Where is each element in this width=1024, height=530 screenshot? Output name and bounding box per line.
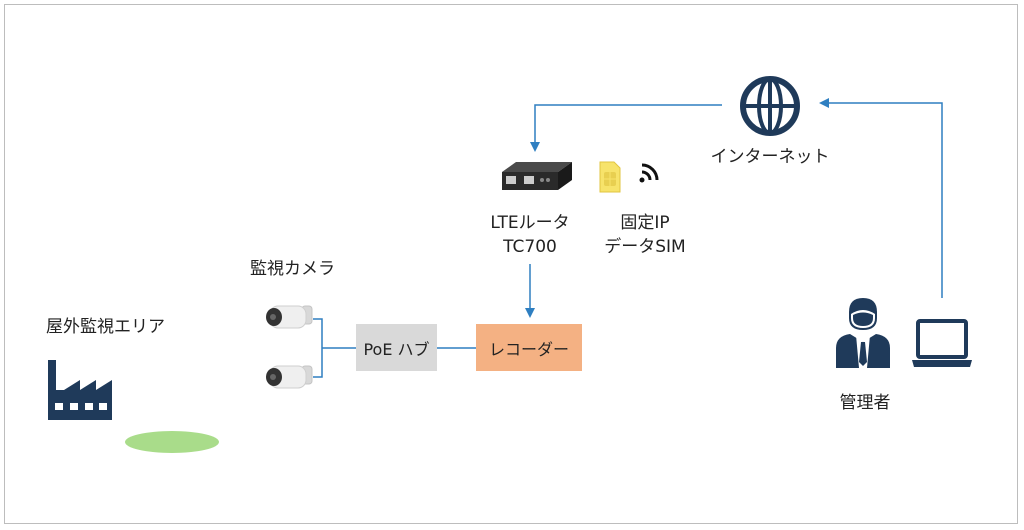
diagram-frame [4, 4, 1018, 524]
outdoor-area-label: 屋外監視エリア [46, 317, 165, 337]
laptop-to-internet-arrow [819, 98, 943, 298]
sim-label-line2: データSIM [604, 237, 686, 257]
admin-label: 管理者 [839, 393, 891, 413]
camera-label: 監視カメラ [250, 259, 335, 279]
sim-label-line1: 固定IP [620, 213, 670, 233]
laptop-icon [912, 319, 972, 367]
camera-icon [266, 365, 313, 389]
internet-to-router-arrow [530, 104, 722, 152]
internet-label: インターネット [710, 147, 830, 167]
factory-icon [48, 360, 112, 420]
recorder-box: レコーダー [476, 324, 582, 371]
router-label-line1: LTEルータ [490, 213, 570, 233]
grass-area-icon [125, 431, 219, 453]
administrator-icon [836, 298, 890, 368]
camera-to-hub-line [313, 318, 356, 378]
sim-card-icon [599, 161, 621, 193]
poe-hub-box: PoE ハブ [356, 324, 437, 371]
globe-icon [740, 76, 800, 136]
router-label-line2: TC700 [503, 237, 557, 257]
camera-icon [266, 305, 313, 329]
wireless-signal-icon [639, 163, 659, 183]
router-icon [502, 162, 572, 190]
recorder-label: レコーダー [488, 339, 569, 359]
poe-hub-label: PoE ハブ [363, 339, 430, 359]
